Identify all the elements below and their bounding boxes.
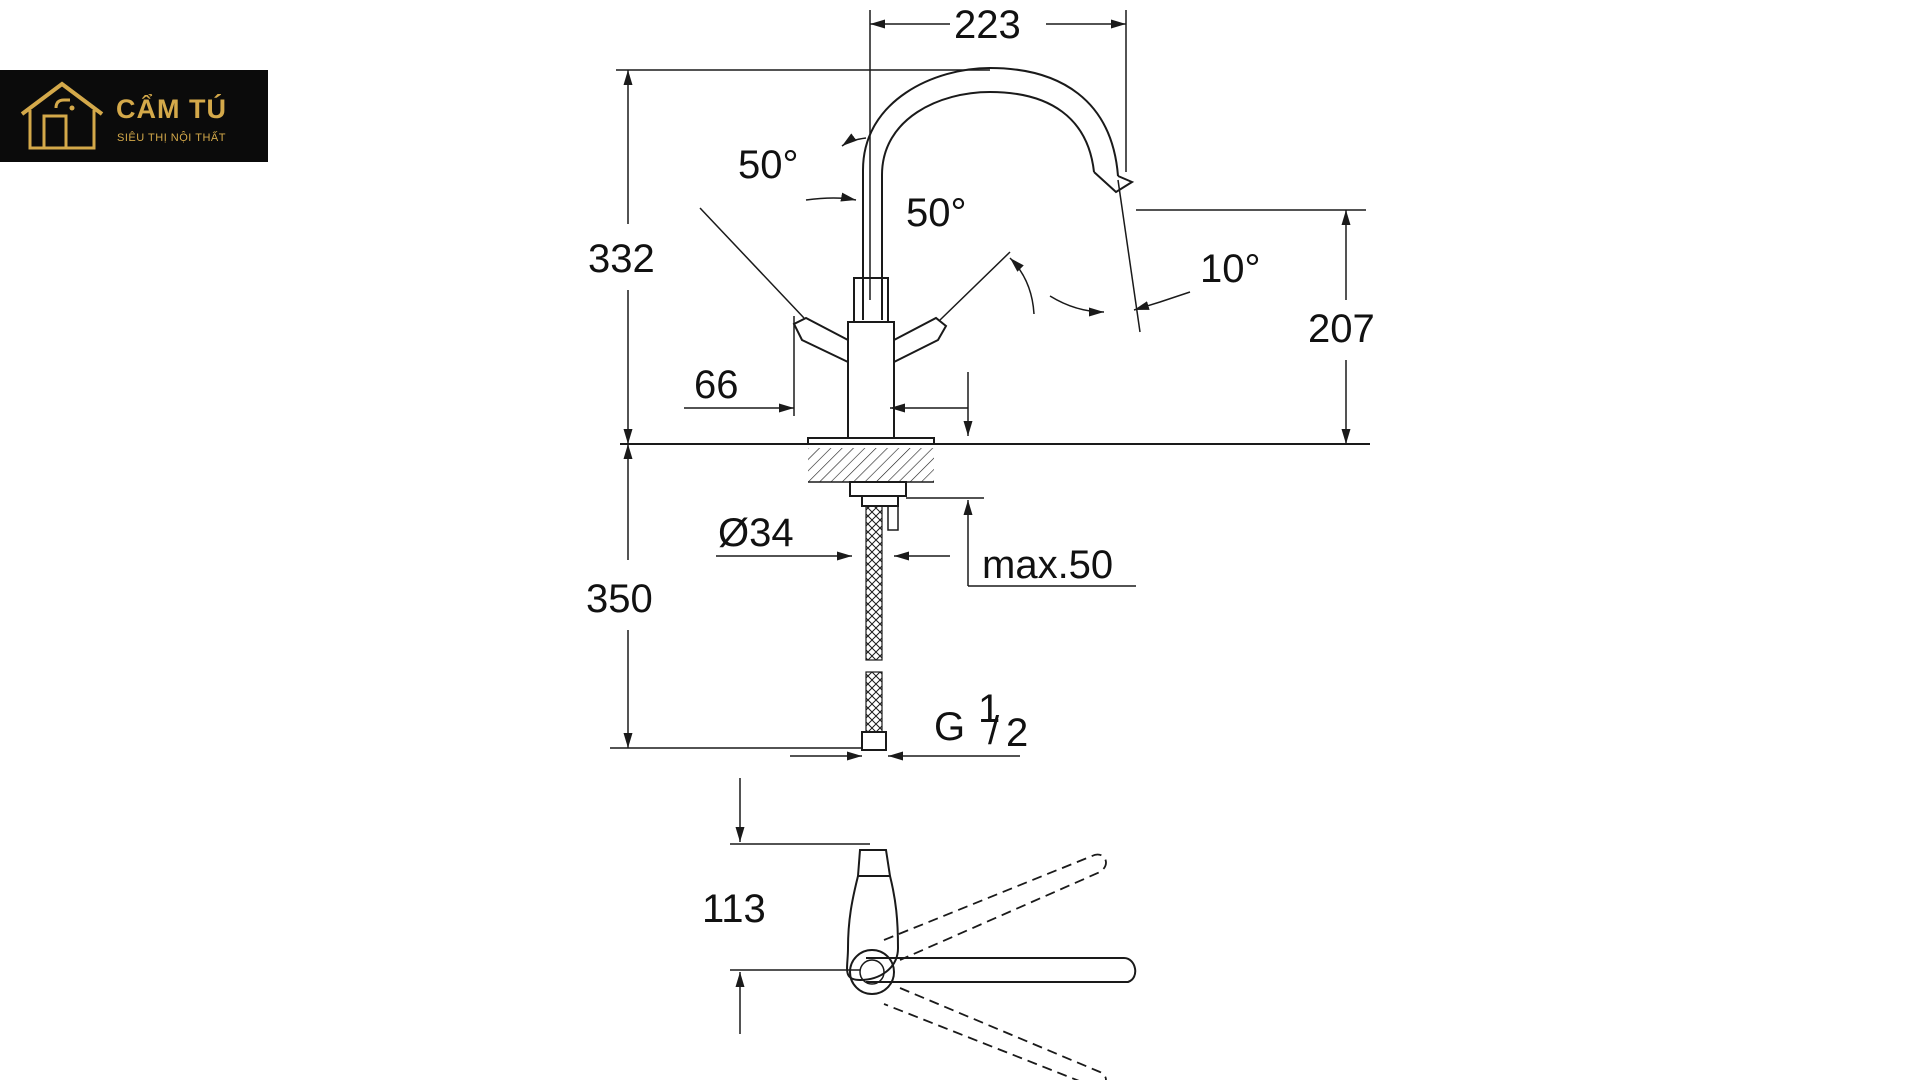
top-view-lever-alt-up xyxy=(883,853,1107,961)
thread-size-num-label: 1 xyxy=(978,687,1000,731)
top-view-lever xyxy=(866,957,1137,983)
spout-reach-label: 223 xyxy=(954,3,1021,47)
top-view-body xyxy=(846,849,900,982)
thread-size-den-label: 2 xyxy=(1006,711,1028,755)
spout-tilt-label: 10° xyxy=(1200,247,1261,291)
lever-angle-right-label: 50° xyxy=(906,191,967,235)
dim-lever-offset: 66 xyxy=(684,316,973,436)
dim-spout-reach: 223 xyxy=(869,3,1127,300)
dim-bore-diameter: Ø34 xyxy=(716,511,950,561)
dim-hose-length: 350 xyxy=(586,444,862,749)
dim-max-deck-thickness: max.50 xyxy=(906,497,1136,587)
mounting-nut xyxy=(849,481,907,497)
countertop-deck xyxy=(620,443,1370,507)
dim-thread-size: G 1 / 2 xyxy=(790,687,1028,761)
top-view-lever-alt-down xyxy=(883,987,1107,1080)
lever-angle-left-label: 50° xyxy=(738,143,799,187)
faucet-body xyxy=(847,321,895,439)
house-logo-icon xyxy=(20,81,104,150)
faucet-side-view xyxy=(792,66,1135,445)
dim-spout-height: 207 xyxy=(1136,209,1375,444)
hose-fitting xyxy=(861,731,887,751)
faucet-top-view xyxy=(846,849,1137,1080)
max-deck-thickness-label: max.50 xyxy=(982,543,1113,587)
total-height-label: 332 xyxy=(588,237,655,281)
spout-aerator xyxy=(1093,171,1135,194)
dim-spout-tilt: 10° xyxy=(1049,179,1261,333)
brand-logo: CẨM TÚ SIÊU THỊ NỘI THẤT xyxy=(0,70,268,162)
dim-top-view-depth: 113 xyxy=(702,778,870,1034)
dim-total-height: 332 xyxy=(588,69,990,444)
hose-length-label: 350 xyxy=(586,577,653,621)
top-view-lever-hub xyxy=(849,949,895,995)
top-view-depth-label: 113 xyxy=(702,887,766,931)
lever-right xyxy=(893,316,948,363)
dim-lever-angle-left: 50° xyxy=(699,133,867,319)
logo-brand-name: CẨM TÚ xyxy=(116,94,227,124)
logo-tagline: SIÊU THỊ NỘI THẤT xyxy=(117,132,226,144)
bore-diameter-label: Ø34 xyxy=(718,511,794,555)
body-upper xyxy=(853,277,889,322)
spout-outer-edge xyxy=(862,66,1119,320)
dim-lever-angle-right: 50° xyxy=(906,191,1035,321)
supply-hose xyxy=(861,505,899,751)
spout-height-label: 207 xyxy=(1308,307,1375,351)
thread-size-slash: / xyxy=(988,709,1000,753)
lever-offset-label: 66 xyxy=(694,363,739,407)
spout-inner-edge xyxy=(881,90,1095,320)
lever-left xyxy=(792,316,849,363)
thread-size-main-label: G xyxy=(934,705,965,749)
